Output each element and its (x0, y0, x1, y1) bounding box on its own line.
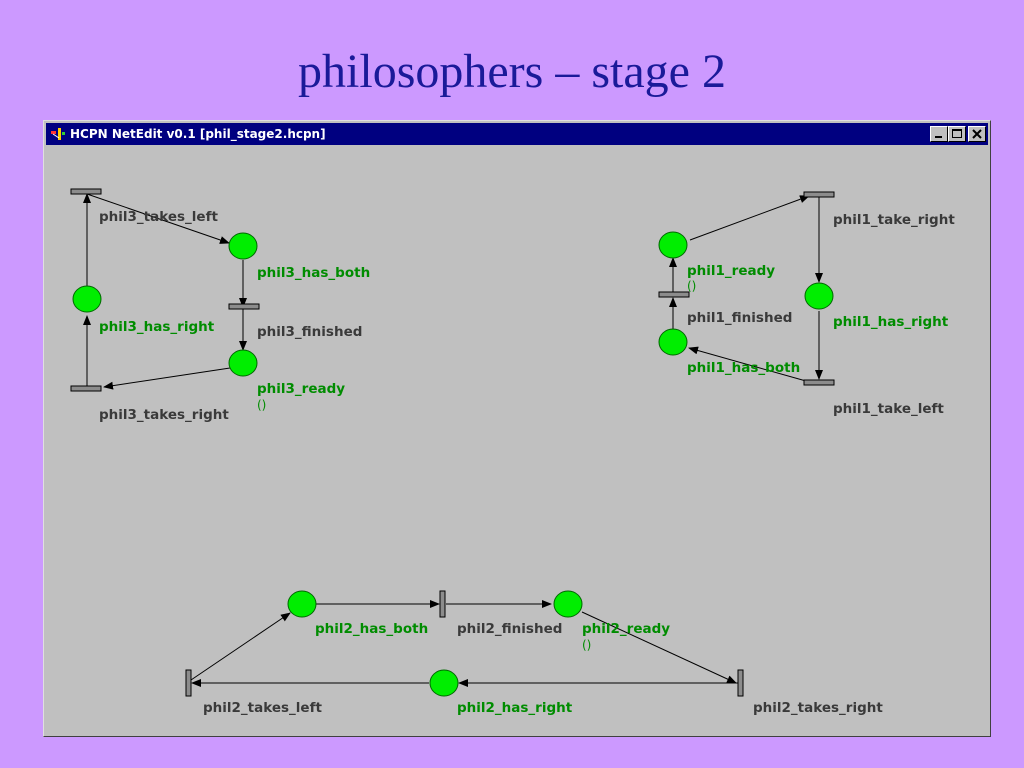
label-phil2-has-both: phil2_has_both (315, 621, 429, 637)
marking-phil2-ready: () (582, 638, 592, 652)
label-phil3-ready: phil3_ready (257, 381, 346, 397)
app-icon (51, 128, 65, 140)
minimize-button[interactable] (930, 126, 948, 142)
transition-phil2-takes-right (737, 669, 744, 697)
label-phil2-has-right: phil2_has_right (457, 700, 573, 716)
places (72, 231, 834, 697)
maximize-icon (952, 129, 962, 138)
label-phil1-take-right: phil1_take_right (833, 212, 955, 228)
label-phil1-take-left: phil1_take_left (833, 401, 944, 417)
title-bar[interactable]: HCPN NetEdit v0.1 [phil_stage2.hcpn] (46, 123, 988, 145)
app-window: HCPN NetEdit v0.1 [phil_stage2.hcpn] (43, 120, 991, 737)
transition-phil2-takes-left (185, 669, 192, 697)
label-phil2-takes-left: phil2_takes_left (203, 700, 322, 716)
transition-phil1-take-left (803, 379, 835, 386)
close-button[interactable] (968, 126, 986, 142)
minimize-icon (935, 136, 942, 138)
place-phil1-has-right (804, 282, 834, 310)
label-phil3-has-right: phil3_has_right (99, 319, 215, 335)
phil3-arcs (83, 193, 247, 390)
place-phil2-has-right (429, 669, 459, 697)
label-phil3-finished: phil3_finished (257, 324, 363, 340)
phil1-arcs (669, 195, 823, 382)
marking-phil3-ready: () (257, 398, 267, 412)
slide-title: philosophers – stage 2 (298, 45, 726, 98)
maximize-button[interactable] (948, 126, 966, 142)
place-phil3-has-right (72, 285, 102, 313)
transitions (70, 188, 835, 697)
petri-net-graph (70, 188, 835, 697)
label-phil1-has-right: phil1_has_right (833, 314, 949, 330)
place-phil2-has-both (287, 590, 317, 618)
place-phil1-ready (658, 231, 688, 259)
transition-phil3-takes-left (70, 188, 102, 195)
transition-phil3-finished (228, 303, 260, 310)
place-phil1-has-both (658, 328, 688, 356)
label-phil1-has-both: phil1_has_both (687, 360, 801, 376)
window-title: HCPN NetEdit v0.1 [phil_stage2.hcpn] (70, 127, 326, 141)
label-phil2-takes-right: phil2_takes_right (753, 700, 883, 716)
label-phil3-has-both: phil3_has_both (257, 265, 371, 281)
label-phil3-takes-right: phil3_takes_right (99, 407, 229, 423)
net-canvas[interactable]: phil3_takes_left phil3_has_both phil3_ha… (46, 147, 988, 734)
transition-phil1-finished (658, 291, 690, 298)
transition-phil1-take-right (803, 191, 835, 198)
marking-phil1-ready: () (687, 279, 697, 293)
close-icon (972, 129, 982, 139)
transition-phil3-takes-right (70, 385, 102, 392)
transition-phil2-finished (439, 590, 446, 618)
phil2-arcs (190, 600, 739, 687)
label-phil1-ready: phil1_ready (687, 263, 776, 279)
place-phil2-ready (553, 590, 583, 618)
label-phil1-finished: phil1_finished (687, 310, 793, 326)
label-phil2-finished: phil2_finished (457, 621, 563, 637)
place-phil3-ready (228, 349, 258, 377)
label-phil2-ready: phil2_ready (582, 621, 671, 637)
label-phil3-takes-left: phil3_takes_left (99, 209, 218, 225)
place-phil3-has-both (228, 232, 258, 260)
